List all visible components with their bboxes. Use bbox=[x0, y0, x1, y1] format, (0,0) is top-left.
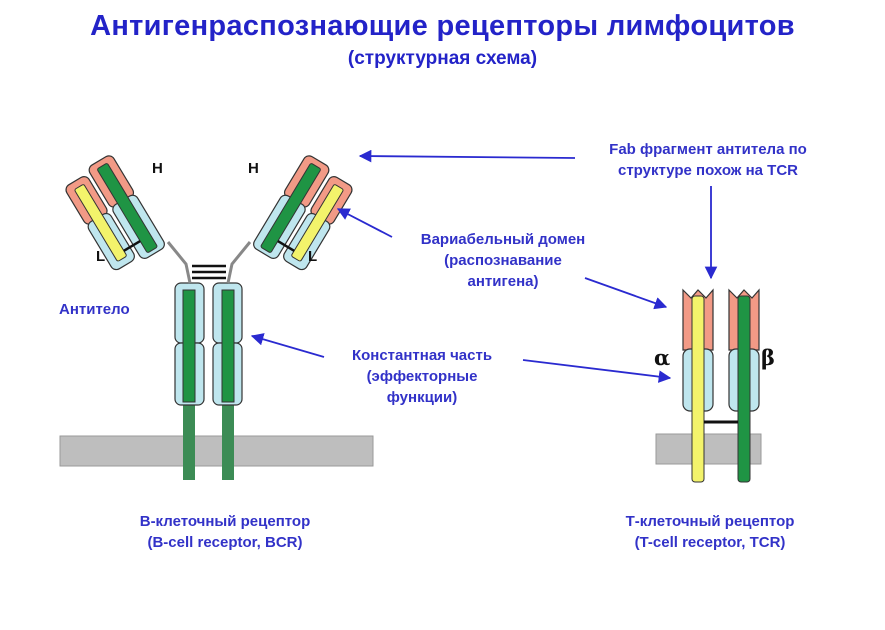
label-alpha: α bbox=[654, 345, 671, 370]
bcr-hinge bbox=[166, 241, 252, 284]
caption-bcr: В-клеточный рецептор (B-cell receptor, B… bbox=[90, 511, 360, 553]
label-heavy-left: H bbox=[152, 160, 163, 177]
bcr-tail-left bbox=[183, 404, 195, 480]
arrow-fab-to-antibody bbox=[358, 149, 576, 163]
bcr-disulfide-bonds bbox=[192, 264, 226, 280]
arrow-constant-to-tcr bbox=[522, 359, 672, 383]
arrow-variable-to-tcr bbox=[584, 277, 668, 310]
bcr-fab-right bbox=[253, 155, 353, 271]
page-title: Антигенраспознающие рецепторы лимфоцитов bbox=[90, 10, 795, 42]
bcr-tail-right bbox=[222, 404, 234, 480]
label-light-left: L bbox=[96, 248, 106, 265]
tcr-alpha-chain bbox=[682, 288, 714, 483]
label-fab-line-2: структуре похож на TCR bbox=[617, 162, 799, 179]
caption-tcr-line-2: (T-cell receptor, TCR) bbox=[634, 534, 786, 551]
caption-bcr-line-2: (B-cell receptor, BCR) bbox=[147, 534, 303, 551]
label-fab: Fab фрагмент антитела по структуре похож… bbox=[548, 139, 868, 181]
label-antibody: Антитело bbox=[59, 301, 130, 318]
arrow-constant-to-antibody bbox=[250, 333, 325, 358]
arrow-variable-to-antibody bbox=[336, 208, 393, 238]
bcr-constant-stem-left bbox=[174, 282, 205, 406]
label-fab-line-1: Fab фрагмент антитела по bbox=[609, 141, 807, 158]
label-variable-line-1: Вариабельный домен bbox=[420, 231, 586, 248]
annotation-arrows bbox=[250, 149, 718, 383]
label-beta: β bbox=[761, 345, 775, 370]
tcr-beta-chain bbox=[728, 288, 760, 483]
caption-bcr-line-1: В-клеточный рецептор bbox=[139, 513, 311, 530]
caption-tcr: Т-клеточный рецептор (T-cell receptor, T… bbox=[575, 511, 845, 553]
label-heavy-right: H bbox=[248, 160, 259, 177]
label-constant-line-1: Константная часть bbox=[351, 347, 493, 364]
label-constant-part: Константная часть (эффекторные функции) bbox=[302, 345, 542, 408]
caption-tcr-line-1: Т-клеточный рецептор bbox=[625, 513, 795, 530]
label-variable-domain: Вариабельный домен (распознавание антиге… bbox=[383, 229, 623, 292]
label-variable-line-2: (распознавание bbox=[444, 252, 562, 269]
label-variable-line-3: антигена) bbox=[467, 273, 539, 290]
label-constant-line-2: (эффекторные bbox=[366, 368, 478, 385]
bcr-membrane bbox=[59, 435, 374, 467]
bcr-constant-stem-right bbox=[212, 282, 243, 406]
page-subtitle: (структурная схема) bbox=[347, 48, 538, 69]
label-constant-line-3: функции) bbox=[386, 389, 458, 406]
bcr-fab-left bbox=[65, 155, 165, 271]
label-light-right: L bbox=[308, 248, 318, 265]
